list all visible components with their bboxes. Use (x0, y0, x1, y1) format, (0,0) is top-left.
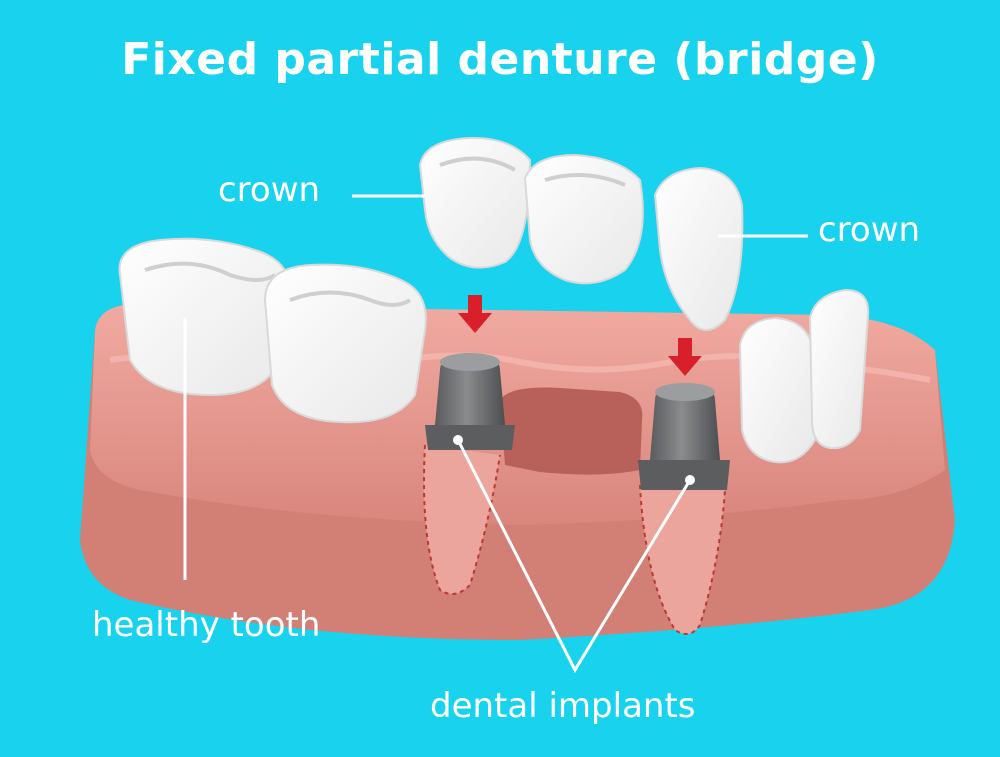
implant-abutment-right (638, 383, 730, 490)
implant-abutment-left (425, 353, 515, 450)
label-crown-left: crown (218, 170, 321, 210)
leader-dot-left (453, 435, 463, 445)
arrow-down-icon-right (668, 338, 702, 376)
leader-dental-implants (456, 439, 692, 674)
healthy-tooth-molar-back (118, 237, 292, 397)
bridge (418, 136, 744, 331)
arrow-down-icon-left (458, 295, 492, 333)
diagram-title: Fixed partial denture (bridge) (121, 34, 879, 85)
tooth-gap (500, 387, 643, 475)
front-tooth-2 (808, 288, 870, 450)
implant-root-right (639, 484, 726, 635)
healthy-tooth-molar-front (263, 263, 427, 424)
label-healthy-tooth: healthy tooth (92, 605, 321, 645)
label-crown-right: crown (818, 210, 921, 250)
label-dental-implants: dental implants (430, 686, 696, 726)
leader-dot-right (685, 475, 695, 485)
front-tooth-1 (738, 316, 817, 464)
